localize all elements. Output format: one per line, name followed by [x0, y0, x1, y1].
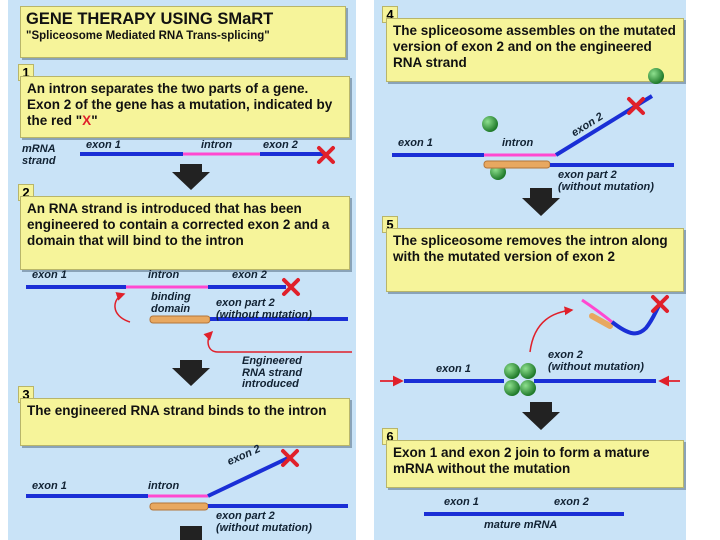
- mutation-x-icon: [651, 295, 669, 313]
- left-panel: GENE THERAPY USING SMaRT "Spliceosome Me…: [8, 0, 356, 540]
- step-6-exon-1-label: exon 1: [444, 496, 479, 508]
- step-2-text-box: An RNA strand is introduced that has bee…: [20, 196, 350, 270]
- step-5-exon-2-label: exon 2(without mutation): [548, 349, 644, 373]
- mutation-x-icon: [317, 146, 335, 164]
- step-4-exon-1-label: exon 1: [398, 137, 433, 149]
- removed-intron-strand: [581, 298, 613, 324]
- step-4-exon-part-2-label: exon part 2(without mutation): [558, 169, 654, 193]
- down-arrow-icon: [172, 360, 210, 386]
- step-6-text: Exon 1 and exon 2 join to form a mature …: [393, 445, 650, 476]
- step-4-intron-label: intron: [502, 137, 534, 149]
- step-1-text: An intron separates the two parts of a g…: [27, 81, 333, 128]
- right-panel: 4 The spliceosome assembles on the mutat…: [374, 0, 686, 540]
- step-1-exon-2-label: exon 2: [263, 139, 298, 151]
- step-2-intron-label: intron: [148, 269, 180, 281]
- left-diagram: [26, 146, 352, 540]
- step-1-red-x: X: [82, 112, 92, 128]
- right-diagram: [380, 68, 680, 516]
- down-arrow-icon: [180, 526, 202, 540]
- step-3-binding-domain-bar: [149, 502, 209, 511]
- step-3-text: The engineered RNA strand binds to the i…: [27, 403, 327, 418]
- step-4-binding-domain-bar: [483, 160, 551, 169]
- step-4-text: The spliceosome assembles on the mutated…: [393, 23, 676, 70]
- mature-mrna-label: mature mRNA: [484, 519, 558, 531]
- curved-arrow-icon: [529, 306, 574, 353]
- curved-arrow-icon: [203, 330, 308, 353]
- mutation-x-icon: [282, 278, 300, 296]
- mutation-x-icon: [281, 449, 299, 467]
- down-arrow-icon: [522, 188, 560, 216]
- step-5-text: The spliceosome removes the intron along…: [393, 233, 668, 264]
- step-2-text: An RNA strand is introduced that has bee…: [27, 201, 330, 248]
- step-3-exon-1-label: exon 1: [32, 480, 67, 492]
- spliceosome-icon: [648, 68, 664, 84]
- step-1-text-box: An intron separates the two parts of a g…: [20, 76, 350, 138]
- spliceosome-icon: [504, 363, 520, 379]
- step-4-text-box: The spliceosome assembles on the mutated…: [386, 18, 684, 82]
- spliceosome-icon: [520, 363, 536, 379]
- removed-binding-domain: [589, 313, 613, 329]
- curved-arrow-icon: [114, 292, 131, 323]
- step-2-exon-2-label: exon 2: [232, 269, 267, 281]
- title-box: GENE THERAPY USING SMaRT "Spliceosome Me…: [20, 6, 346, 58]
- step-3-exon-part-2-label: exon part 2(without mutation): [216, 510, 312, 534]
- page-title: GENE THERAPY USING SMaRT: [26, 10, 274, 28]
- down-arrow-icon: [522, 402, 560, 430]
- down-arrow-icon: [172, 164, 210, 190]
- step-5-exon-1-label: exon 1: [436, 363, 471, 375]
- step-1-text-end: ": [91, 112, 98, 128]
- step-2-exon-1-label: exon 1: [32, 269, 67, 281]
- step-1-intron-label: intron: [201, 139, 233, 151]
- page-subtitle: "Spliceosome Mediated RNA Trans-splicing…: [26, 30, 270, 43]
- step-2-exon-part-2-label: exon part 2(without mutation): [216, 297, 312, 321]
- spliceosome-icon: [520, 380, 536, 396]
- step-6-text-box: Exon 1 and exon 2 join to form a mature …: [386, 440, 684, 488]
- step-3-text-box: The engineered RNA strand binds to the i…: [20, 398, 350, 446]
- step-5-text-box: The spliceosome removes the intron along…: [386, 228, 684, 292]
- step-3-mutated-exon-2-strand: [207, 456, 289, 498]
- step-3-intron-label: intron: [148, 480, 180, 492]
- step-1-exon-1-label: exon 1: [86, 139, 121, 151]
- binding-domain-bar: [149, 315, 211, 324]
- mutation-x-icon: [627, 97, 645, 115]
- step-6-exon-2-label: exon 2: [554, 496, 589, 508]
- spliceosome-icon: [504, 380, 520, 396]
- spliceosome-icon: [482, 116, 498, 132]
